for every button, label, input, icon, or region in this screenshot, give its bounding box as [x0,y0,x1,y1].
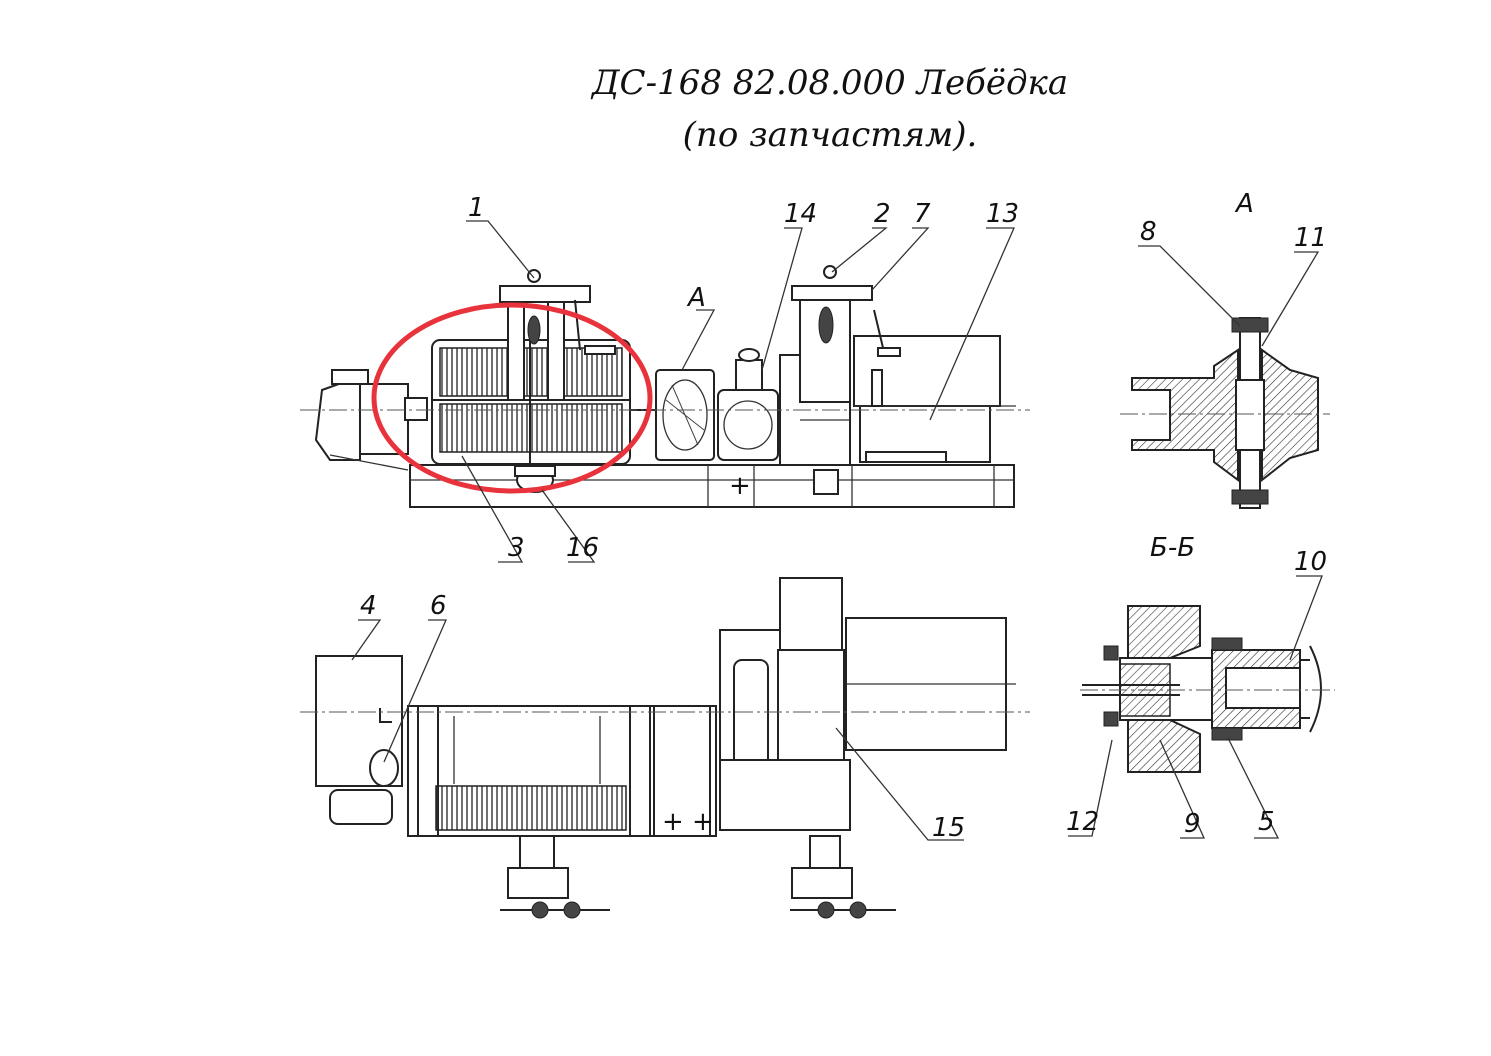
svg-text:+: + [729,471,751,501]
top-view: + + [300,577,1030,919]
svg-text:+ +: + + [662,807,714,837]
detail-a-view [1120,317,1330,509]
front-view: + [300,265,1030,508]
left-motor [314,379,361,461]
callout-16: 16 [566,533,599,563]
detail-a-title: А [1234,189,1254,219]
diagram-subtitle: (по запчастям). [682,115,978,155]
callout-11: 11 [1294,223,1327,253]
callout-15: 15 [932,813,965,843]
callout-7: 7 [914,199,931,229]
detail-a-marker: А [686,283,706,313]
callout-9: 9 [1184,809,1201,839]
callout-4: 4 [360,591,377,621]
callout-8: 8 [1140,217,1157,247]
highlight-ellipse [371,302,653,494]
callout-2: 2 [874,199,891,229]
callout-6: 6 [430,591,447,621]
section-b-view [1080,605,1335,773]
callout-5: 5 [1258,807,1275,837]
callout-12: 12 [1066,807,1099,837]
callout-14: 14 [784,199,817,229]
diagram-title: ДС-168 82.08.000 Лебёдка [591,63,1069,103]
callout-13: 13 [986,199,1019,229]
section-b-title: Б-Б [1150,533,1195,563]
callout-1: 1 [468,193,485,223]
leader-lines [351,220,1323,841]
callout-3: 3 [508,533,525,563]
callout-10: 10 [1294,547,1327,577]
